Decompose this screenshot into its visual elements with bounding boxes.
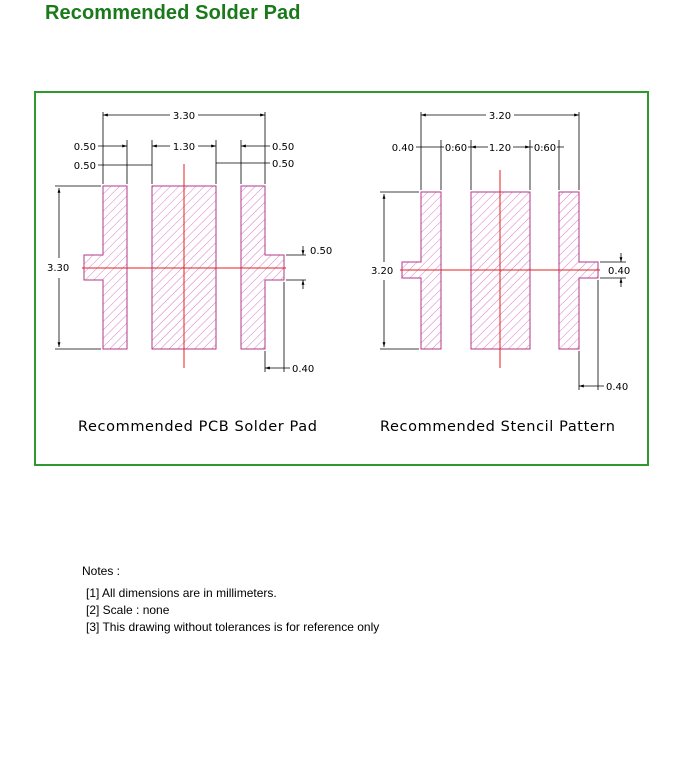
stencil-pattern-diagram: 3.20 0.40 0.60 1.20 0.60 3.20 0.40 0.40 … bbox=[371, 111, 630, 435]
stencil-dim-left-gap: 0.60 bbox=[445, 143, 467, 154]
stencil-dim-left-pad-width: 0.40 bbox=[392, 143, 414, 154]
stencil-dim-right-gap: 0.60 bbox=[534, 143, 556, 154]
note-item: [1] All dimensions are in millimeters. bbox=[86, 586, 277, 600]
pcb-caption: Recommended PCB Solder Pad bbox=[78, 419, 318, 435]
stencil-dim-tab-height: 0.40 bbox=[608, 266, 630, 277]
stencil-dim-center-pad-width: 1.20 bbox=[489, 143, 511, 154]
pcb-dim-left-pad-width: 0.50 bbox=[74, 142, 96, 153]
pcb-dimension-lines bbox=[55, 112, 306, 372]
notes-section: Notes : [1] All dimensions are in millim… bbox=[82, 563, 379, 636]
pcb-dim-left-gap: 0.50 bbox=[74, 161, 96, 172]
pcb-dim-right-gap: 0.50 bbox=[272, 159, 294, 170]
pcb-dim-right-pad-width: 0.50 bbox=[272, 142, 294, 153]
pcb-dim-tab-extension: 0.40 bbox=[292, 364, 314, 375]
pcb-solder-pad-diagram: 3.30 1.30 0.50 0.50 0.50 0.50 3.30 0.50 … bbox=[47, 111, 332, 435]
stencil-caption: Recommended Stencil Pattern bbox=[380, 419, 616, 435]
stencil-dimension-lines bbox=[380, 112, 626, 390]
pcb-dim-tab-height: 0.50 bbox=[310, 246, 332, 257]
stencil-dim-tab-extension: 0.40 bbox=[606, 382, 628, 393]
pcb-dim-center-pad-width: 1.30 bbox=[173, 142, 195, 153]
drawing-frame bbox=[34, 91, 649, 466]
page-title: Recommended Solder Pad bbox=[45, 2, 301, 24]
note-item: [3] This drawing without tolerances is f… bbox=[86, 620, 380, 634]
pcb-dim-height: 3.30 bbox=[47, 263, 69, 274]
pcb-dim-total-width: 3.30 bbox=[173, 111, 195, 122]
note-item: [2] Scale : none bbox=[86, 603, 170, 617]
stencil-dim-height: 3.20 bbox=[371, 266, 393, 277]
stencil-dim-total-width: 3.20 bbox=[489, 111, 511, 122]
notes-heading: Notes : bbox=[82, 564, 121, 578]
